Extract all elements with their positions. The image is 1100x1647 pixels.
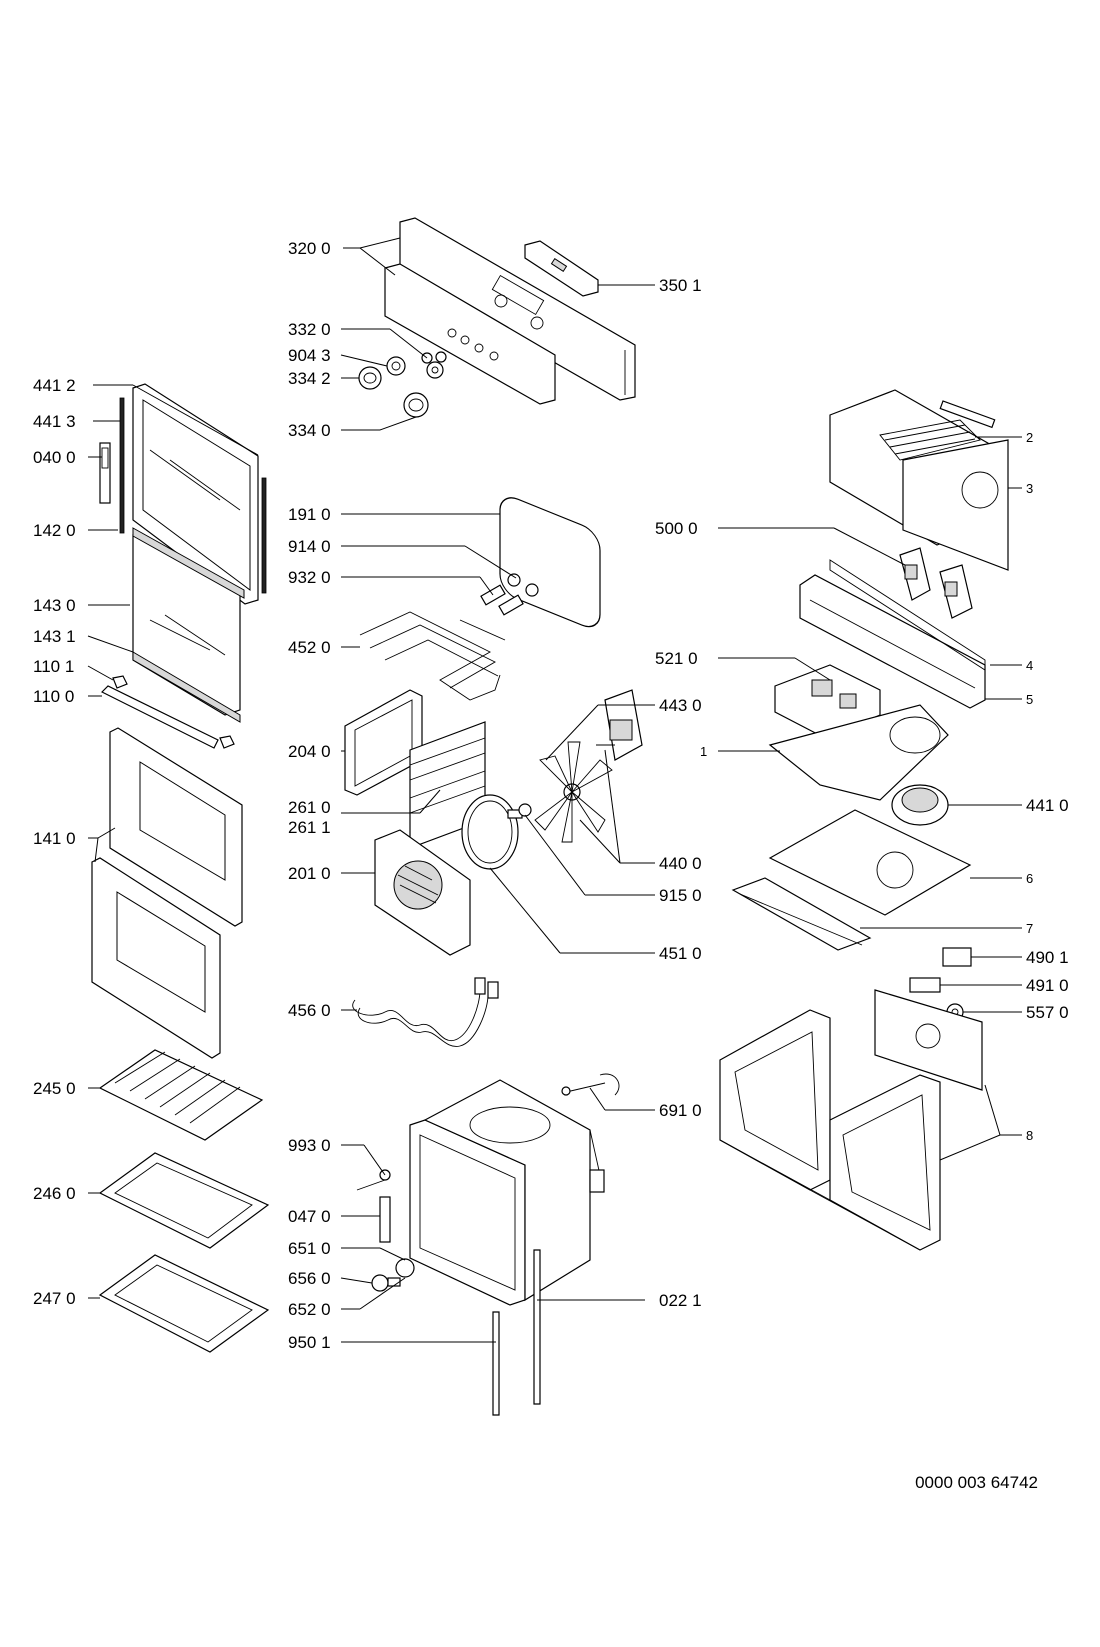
probe-part [561,1073,620,1096]
label-5: 5 [1026,692,1033,707]
label-691-0: 691 0 [659,1101,702,1120]
label-652-0: 652 0 [288,1300,331,1319]
outer-door-part [91,727,243,1059]
housing-frame-part [719,989,983,1251]
label-441-0: 441 0 [1026,796,1069,815]
document-number: 0000 003 64742 [915,1473,1038,1492]
label-261-1: 261 1 [288,818,331,837]
door-handle-part [100,675,235,749]
label-441-2: 441 2 [33,376,76,395]
label-521-0: 521 0 [655,649,698,668]
label-142-0: 142 0 [33,521,76,540]
label-245-0: 245 0 [33,1079,76,1098]
label-904-3: 904 3 [288,346,331,365]
label-491-0: 491 0 [1026,976,1069,995]
label-4: 4 [1026,658,1033,673]
label-440-0: 440 0 [659,854,702,873]
label-261-0: 261 0 [288,798,331,817]
label-334-0: 334 0 [288,421,331,440]
cooling-plate-part [768,704,949,826]
ring-element-part [461,794,532,870]
screws-and-hinge-part [356,1169,415,1292]
label-452-0: 452 0 [288,638,331,657]
label-441-3: 441 3 [33,412,76,431]
label-443-0: 443 0 [659,696,702,715]
label-914-0: 914 0 [288,537,331,556]
label-022-1: 022 1 [659,1291,702,1310]
part-labels: 320 0 350 1 332 0 904 3 334 2 334 0 441 … [33,239,1069,1352]
seal-strips-part [492,1249,541,1416]
back-wall-part [344,689,423,796]
label-2: 2 [1026,430,1033,445]
label-047-0: 047 0 [288,1207,331,1226]
label-651-0: 651 0 [288,1239,331,1258]
control-panel-part [384,217,636,405]
label-451-0: 451 0 [659,944,702,963]
fan-motor-part [534,689,643,843]
label-246-0: 246 0 [33,1184,76,1203]
display-module-part [524,240,599,297]
label-334-2: 334 2 [288,369,331,388]
label-456-0: 456 0 [288,1001,331,1020]
label-143-0: 143 0 [33,596,76,615]
label-040-0: 040 0 [33,448,76,467]
bottom-element-part [352,977,499,1047]
front-rail-part [799,559,986,709]
label-191-0: 191 0 [288,505,331,524]
door-seal-part [499,497,601,628]
label-320-0: 320 0 [288,239,331,258]
relay-boards-part [899,547,973,619]
label-1: 1 [700,744,707,759]
label-8: 8 [1026,1128,1033,1143]
label-932-0: 932 0 [288,568,331,587]
label-110-1: 110 1 [33,657,74,676]
control-knobs-part [358,351,447,418]
label-350-1: 350 1 [659,276,702,295]
grill-element-part [359,573,539,701]
label-500-0: 500 0 [655,519,698,538]
label-141-0: 141 0 [33,829,76,848]
label-143-1: 143 1 [33,627,76,646]
label-201-0: 201 0 [288,864,331,883]
label-332-0: 332 0 [288,320,331,339]
terminal-parts-part [909,947,972,1021]
label-3: 3 [1026,481,1033,496]
leader-lines [87,237,1022,1343]
top-cover-part [829,389,1009,571]
oven-trays-part [98,1049,270,1353]
label-7: 7 [1026,921,1033,936]
label-993-0: 993 0 [288,1136,331,1155]
label-6: 6 [1026,871,1033,886]
label-110-0: 110 0 [33,687,74,706]
oven-cavity-part [409,1079,605,1306]
label-557-0: 557 0 [1026,1003,1069,1022]
control-board-part [774,664,881,739]
label-247-0: 247 0 [33,1289,76,1308]
label-656-0: 656 0 [288,1269,331,1288]
label-950-1: 950 1 [288,1333,331,1352]
inner-glass-part [132,527,245,723]
bottom-plate-part [731,809,972,951]
fan-cover-part [374,829,471,956]
label-490-1: 490 1 [1026,948,1069,967]
label-915-0: 915 0 [659,886,702,905]
label-204-0: 204 0 [288,742,331,761]
door-frame-part [99,383,267,605]
